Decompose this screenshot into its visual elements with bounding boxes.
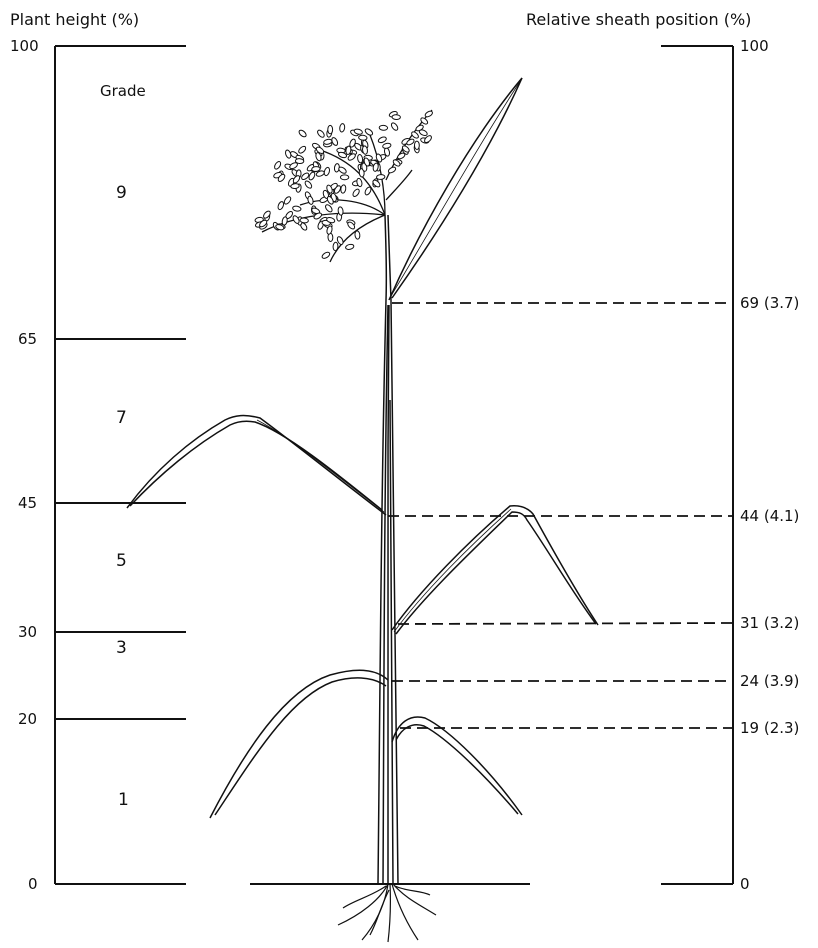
panicle-grain <box>352 188 361 198</box>
root-4 <box>392 884 418 940</box>
left-tick-label-45: 45 <box>18 494 37 512</box>
panicle-grain <box>424 110 433 118</box>
panicle-grain <box>382 143 391 150</box>
leaf-upper-left <box>127 416 386 515</box>
left-tick-label-100: 100 <box>10 37 39 55</box>
grade-5: 5 <box>116 551 127 571</box>
panicle-grain <box>340 184 346 193</box>
roots <box>338 884 436 942</box>
panicle-grain <box>304 180 313 190</box>
panicle-grain <box>292 205 301 211</box>
root-3 <box>388 884 390 942</box>
left-tick-label-20: 20 <box>18 710 37 728</box>
panicle-grain <box>376 174 385 180</box>
panicle-grain <box>364 186 372 196</box>
flag-leaf-upper-edge <box>389 78 522 300</box>
panicle-grain <box>414 141 419 149</box>
sheath-label-31: 31 (3.2) <box>740 614 799 632</box>
panicle-grain <box>312 166 321 172</box>
sheath-dashed-lines <box>388 303 733 728</box>
leaf-upper-left-inner <box>130 421 382 510</box>
grade-3: 3 <box>116 638 127 658</box>
left-axis-title: Plant height (%) <box>10 10 139 29</box>
flag-leaf <box>389 78 522 300</box>
stem-inner-line-2 <box>388 305 389 884</box>
sheath-label-44: 44 (4.1) <box>740 507 799 525</box>
sheath-label-19: 19 (2.3) <box>740 719 799 737</box>
plant-stem <box>378 215 398 884</box>
left-tick-label-65: 65 <box>18 330 37 348</box>
panicle-grain <box>298 129 307 138</box>
panicle-grain <box>379 125 388 130</box>
panicle <box>262 110 432 262</box>
panicle-grain <box>390 122 399 132</box>
panicle-grain <box>340 175 348 180</box>
sheath-label-69: 69 (3.7) <box>740 294 799 312</box>
panicle-grain <box>291 183 300 189</box>
panicle-grain <box>295 158 304 163</box>
panicle-grain <box>401 145 410 154</box>
panicle-grain <box>262 210 271 219</box>
panicle-branch-7 <box>386 170 412 200</box>
grade-9: 9 <box>116 183 127 203</box>
right-scale-lines <box>661 46 733 884</box>
panicle-grain <box>410 131 419 140</box>
right-tick-label-0: 0 <box>740 875 750 893</box>
grade-7: 7 <box>116 408 127 428</box>
panicle-grain <box>364 128 374 137</box>
panicle-grains <box>255 110 434 260</box>
leaf-bottom-right-outer <box>392 717 522 815</box>
sheath-line-31 <box>398 623 733 624</box>
flag-leaf-lower-edge <box>392 78 522 298</box>
leaf-upper-left-outer <box>127 416 386 515</box>
panicle-grain <box>292 175 301 185</box>
panicle-grain <box>333 242 338 251</box>
leaf-lower-left-inner <box>215 678 386 815</box>
left-scale-lines <box>55 46 186 884</box>
panicle-grain <box>292 215 301 225</box>
panicle-grain <box>328 125 333 133</box>
grade-1: 1 <box>118 790 129 810</box>
leaf-lower-left-outer <box>210 670 388 818</box>
panicle-grain <box>300 218 309 224</box>
right-tick-label-100: 100 <box>740 37 769 55</box>
leaf-bottom-right-inner <box>396 725 518 814</box>
leaf-lower-left <box>210 670 388 818</box>
panicle-grain <box>285 149 292 159</box>
left-tick-label-0: 0 <box>28 875 38 893</box>
panicle-grain <box>283 196 292 206</box>
sheath-label-24: 24 (3.9) <box>740 672 799 690</box>
panicle-grain <box>307 196 314 205</box>
panicle-grain <box>308 171 316 181</box>
panicle-grain <box>387 166 396 174</box>
panicle-grain <box>392 115 401 120</box>
panicle-grain <box>358 135 367 141</box>
panicle-grain <box>297 145 306 154</box>
panicle-grain <box>324 204 333 214</box>
panicle-grain <box>316 129 325 138</box>
panicle-grain <box>321 251 331 260</box>
panicle-grain <box>345 244 354 251</box>
panicle-grain <box>323 167 330 176</box>
panicle-grain <box>338 166 348 175</box>
grade-header: Grade <box>100 82 146 100</box>
panicle-grain <box>397 152 406 160</box>
leaf-middle-right <box>392 506 598 634</box>
panicle-grain <box>300 172 310 181</box>
root-5 <box>393 884 436 915</box>
root-7 <box>395 886 430 895</box>
leaf-middle-right-outer <box>392 506 598 630</box>
panicle-grain <box>377 136 387 144</box>
panicle-grain <box>339 123 345 132</box>
panicle-grain <box>355 231 361 240</box>
panicle-grain <box>277 201 285 211</box>
flag-leaf-midrib <box>391 80 521 296</box>
panicle-grain <box>273 160 282 170</box>
leaf-bottom-right <box>392 717 522 815</box>
left-tick-label-30: 30 <box>18 623 37 641</box>
right-axis-title: Relative sheath position (%) <box>526 10 751 29</box>
